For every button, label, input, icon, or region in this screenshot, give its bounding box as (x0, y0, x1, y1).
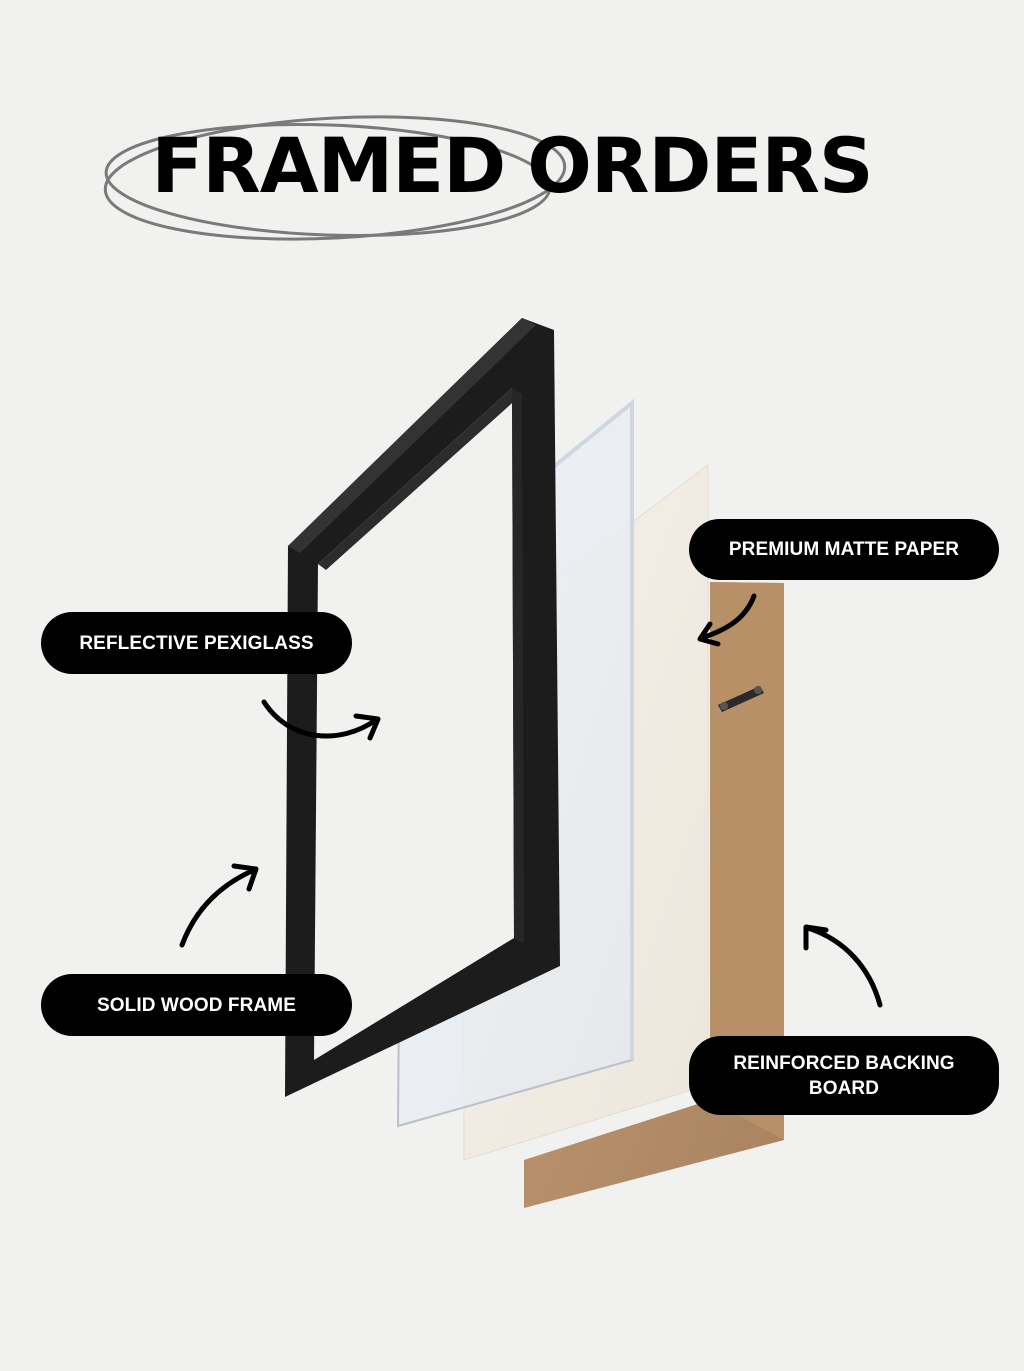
label-reflective-pexiglass: REFLECTIVE PEXIGLASS (41, 612, 352, 674)
label-reinforced-backing-board: REINFORCED BACKING BOARD (689, 1036, 999, 1115)
label-text: REFLECTIVE PEXIGLASS (79, 632, 314, 654)
title-word-framed: FRAMED (151, 121, 506, 210)
label-text: REINFORCED BACKING BOARD (733, 1052, 955, 1099)
label-solid-wood-frame: SOLID WOOD FRAME (41, 974, 352, 1036)
wood-frame (285, 318, 560, 1097)
curved-arrow-icon (697, 593, 757, 647)
title-word-orders: ORDERS (527, 121, 873, 210)
curved-arrow-icon (261, 699, 381, 741)
curved-arrow-icon (803, 924, 883, 1008)
curved-arrow-icon (179, 863, 259, 948)
sawtooth-hanger-icon (718, 686, 764, 712)
ellipse-scribble (103, 115, 567, 241)
label-text: SOLID WOOD FRAME (97, 994, 296, 1016)
label-premium-matte-paper: PREMIUM MATTE PAPER (689, 519, 999, 580)
label-text: PREMIUM MATTE PAPER (728, 539, 960, 560)
